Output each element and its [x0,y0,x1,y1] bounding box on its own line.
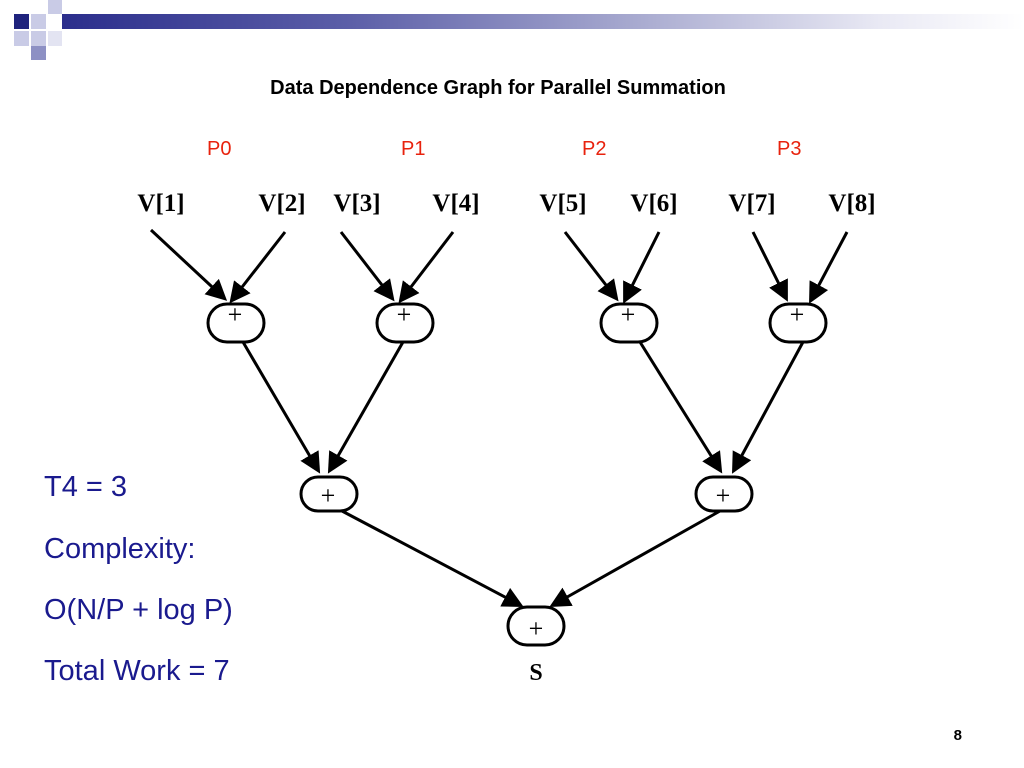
processor-label-p0: P0 [207,138,232,160]
edge-v2-add1 [229,231,287,304]
edge-add2-add5 [327,341,405,474]
edge-v4-add2 [398,231,455,304]
processor-label-p3: P3 [777,138,802,160]
add-node-6-label: + [716,481,731,510]
add-node-2 [375,302,435,344]
processor-label-p1: P1 [401,138,426,160]
input-label-v3: V[3] [333,190,380,217]
bullet-t4: T4 = 3 [44,471,128,503]
add-node-5 [299,475,359,513]
input-label-v6: V[6] [630,190,677,217]
edge-v8-add4 [809,231,849,304]
input-label-v1: V[1] [137,190,184,217]
edge-add6-add7 [549,509,721,608]
corner-square [14,31,29,46]
add-node-1-label: + [228,300,243,329]
add-node-root [506,605,566,647]
input-label-v5: V[5] [539,190,586,217]
corner-square [48,31,62,46]
corner-square [48,0,62,14]
edge-v5-add3 [563,231,619,302]
add-node-3-label: + [621,300,636,329]
add-node-2-label: + [397,300,412,329]
edge-add4-add6 [732,341,805,474]
input-label-v2: V[2] [258,190,305,217]
input-label-v8: V[8] [828,190,875,217]
corner-square [14,14,29,29]
result-label-s: S [529,660,542,686]
add-node-root-label: + [529,614,544,643]
corner-square [31,14,46,29]
add-node-4 [768,302,828,344]
input-label-v4: V[4] [432,190,479,217]
edge-add1-add5 [241,341,321,474]
add-node-6 [694,475,754,513]
edge-v3-add2 [339,231,395,302]
input-label-v7: V[7] [728,190,775,217]
corner-square [31,46,46,60]
slide-title: Data Dependence Graph for Parallel Summa… [270,77,726,99]
edge-v7-add4 [751,231,788,302]
corner-decoration [0,0,80,60]
add-node-1 [206,302,266,344]
bullet-total-work: Total Work = 7 [44,655,230,687]
edge-v6-add3 [623,231,661,304]
bullet-complexity-formula: O(N/P + log P) [44,594,233,626]
edge-v1-add1 [149,228,228,301]
add-node-5-label: + [321,481,336,510]
edge-add5-add7 [341,509,524,607]
header-gradient-band [62,14,1024,29]
add-node-4-label: + [790,300,805,329]
bullet-complexity-heading: Complexity: [44,533,196,565]
page-number: 8 [953,727,962,744]
corner-square [31,31,46,46]
add-node-3 [599,302,659,344]
processor-label-p2: P2 [582,138,607,160]
edge-add3-add6 [638,341,723,474]
